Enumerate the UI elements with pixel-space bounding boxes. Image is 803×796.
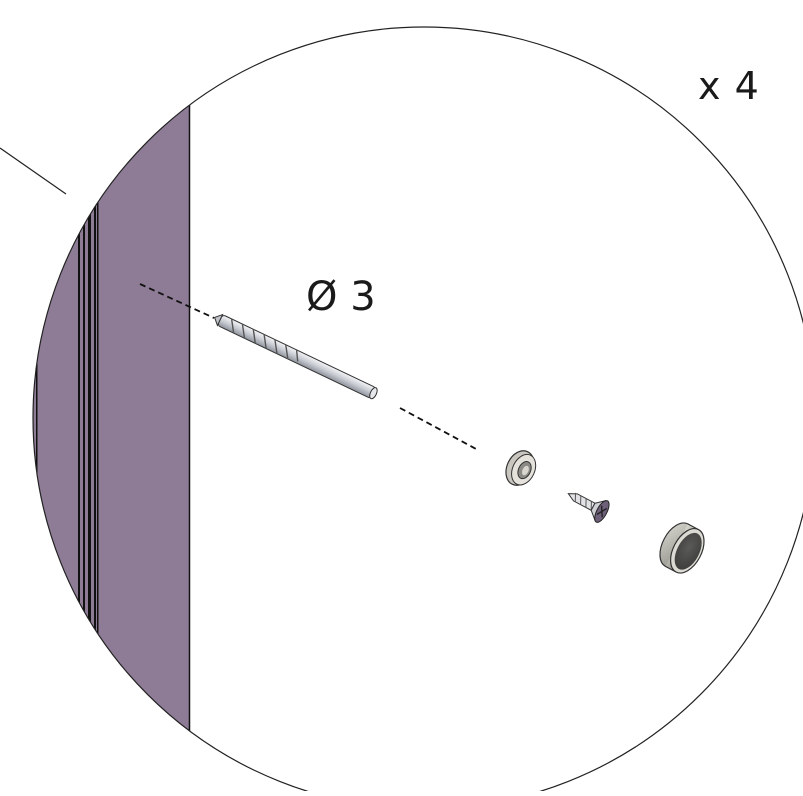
axis-dashed-line-2 [399,407,479,451]
detail-circle [32,26,803,796]
drill-diameter-label: Ø 3 [306,274,376,320]
furniture-panel [33,27,191,791]
washer-icon [505,450,537,486]
screw-icon [567,492,610,523]
cover-cap-icon [659,522,705,574]
quantity-label: x 4 [698,64,760,108]
drill-bit-icon [213,313,378,400]
axis-dashed-line-1 [139,283,215,319]
callout-leader-line [0,147,67,195]
